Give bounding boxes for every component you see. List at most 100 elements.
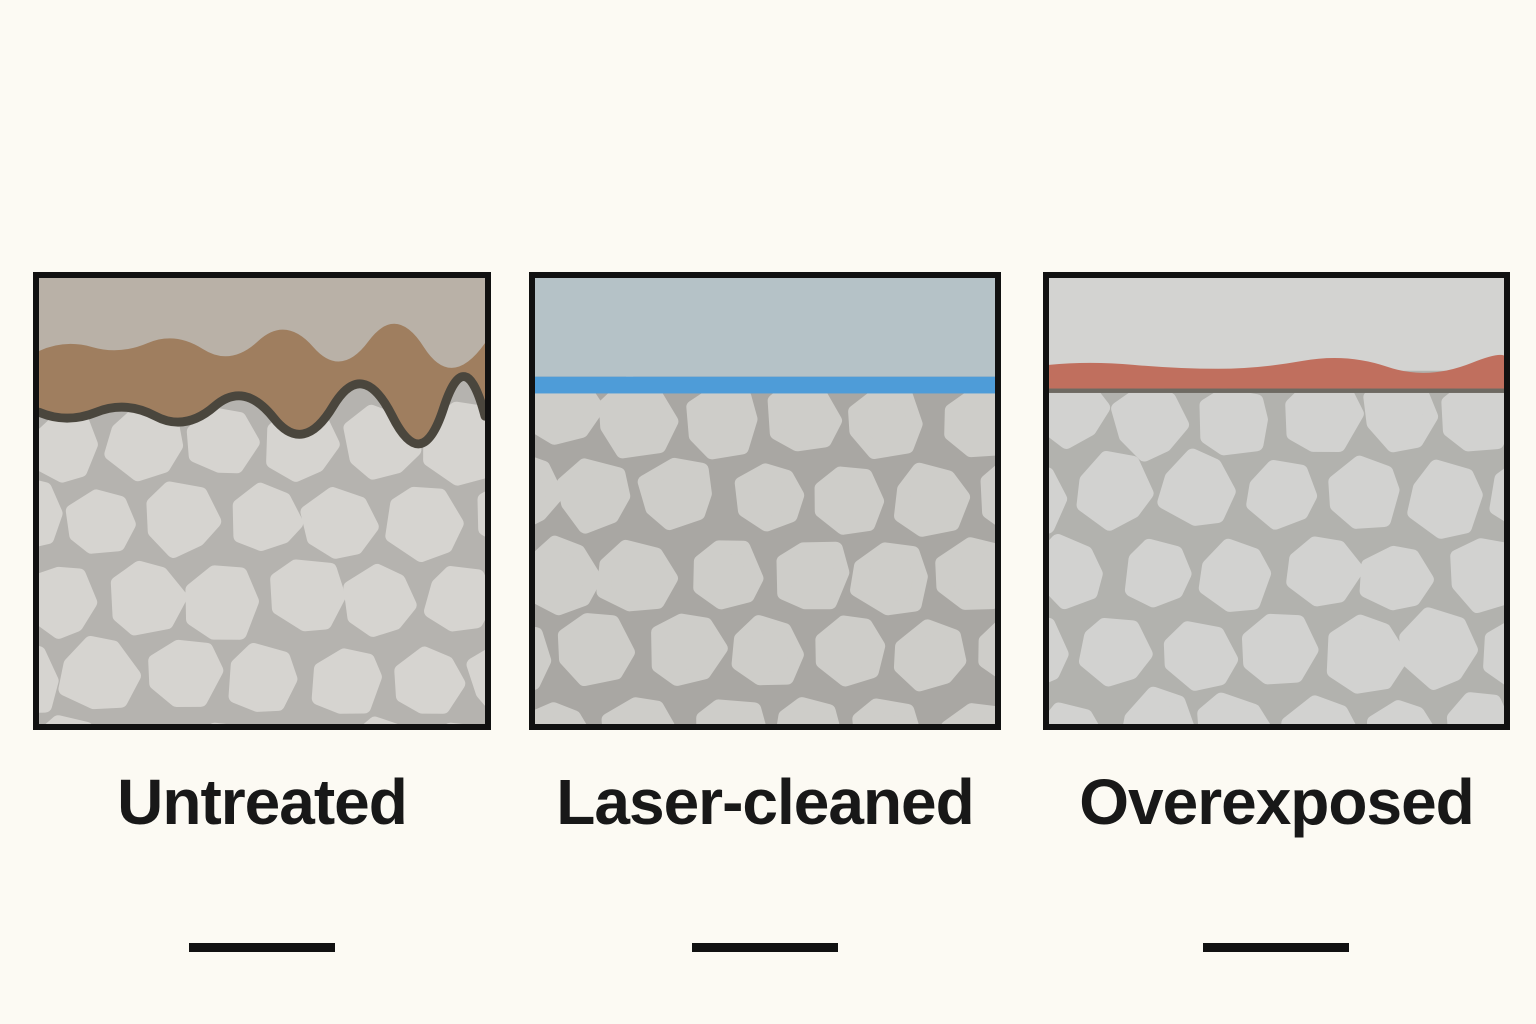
stone-blob (1078, 618, 1153, 687)
stone-blob (1281, 695, 1356, 724)
stone-blob (1049, 702, 1099, 724)
stone-blob (893, 619, 967, 692)
stone-blob (1123, 686, 1194, 724)
stone-blob (394, 646, 466, 714)
stone-blob (65, 489, 136, 554)
stone-blob (228, 642, 298, 712)
stone-blob (232, 482, 304, 551)
stone-blob (1076, 451, 1154, 531)
panel-label-laser-cleaned: Laser-cleaned (556, 766, 974, 838)
stone-blob (58, 635, 141, 710)
stone-blob (815, 615, 886, 687)
stone-blob (148, 639, 224, 708)
stone-blob (596, 539, 678, 612)
stone-blob (734, 463, 805, 532)
stone-blob (1359, 545, 1434, 611)
panel-untreated (33, 272, 491, 730)
stone-blob (637, 457, 712, 531)
overexposed-cross-section (1049, 278, 1504, 724)
stone-blob (850, 542, 928, 616)
stone-blob (477, 491, 485, 537)
stone-blob (1049, 617, 1069, 683)
stone-blob (651, 613, 728, 686)
stone-blob (424, 566, 485, 632)
stone-blob (894, 462, 971, 537)
stone-blob (343, 563, 417, 637)
scale-bar (1203, 943, 1349, 952)
stone-blob (556, 458, 631, 534)
stone-blob (146, 481, 222, 558)
stone-blob (941, 703, 995, 724)
stone-blob (1450, 538, 1504, 613)
stone-blob (270, 559, 346, 632)
stone-blob (535, 379, 605, 445)
panel-laser-cleaned (529, 272, 1001, 730)
stone-blob (186, 407, 260, 474)
stone-blob (980, 465, 995, 525)
stone-blob (1363, 377, 1439, 453)
haze-top-band (39, 278, 485, 368)
stone-blob (557, 613, 635, 687)
panel-overexposed (1043, 272, 1510, 730)
stone-blob (696, 699, 766, 724)
laser-cleaned-cross-section (535, 278, 995, 724)
stone-blob (423, 401, 485, 486)
stone-blob (311, 648, 382, 714)
scorch-interface-line (1049, 388, 1504, 393)
stone-substrate (39, 401, 485, 724)
stone-blob (1489, 468, 1504, 522)
stone-blob (110, 560, 188, 636)
stone-blob (1441, 379, 1504, 452)
stone-blob (693, 540, 764, 610)
stone-substrate (535, 375, 995, 724)
stone-blob (1407, 459, 1483, 539)
scale-bar (189, 943, 335, 952)
scorch-layer (1049, 354, 1504, 389)
crust-interface-line (39, 372, 485, 449)
stone-blob (686, 384, 758, 460)
untreated-cross-section (39, 278, 485, 724)
stone-blob (1157, 448, 1236, 526)
stone-blob (1446, 692, 1504, 724)
panel-label-overexposed: Overexposed (1079, 766, 1475, 838)
stone-blob (1049, 534, 1103, 610)
stone-blob (1483, 623, 1504, 685)
stone-blob (1199, 388, 1268, 456)
stone-blob (601, 697, 675, 724)
stone-blob (39, 413, 98, 483)
stone-blob (1328, 455, 1400, 529)
stone-substrate (1049, 375, 1504, 724)
panel-label-untreated: Untreated (117, 766, 408, 838)
stone-blob (39, 480, 63, 547)
stone-blob (1111, 381, 1190, 462)
stone-blob (1246, 460, 1318, 530)
stone-blob (1286, 536, 1364, 607)
stone-blob (1366, 700, 1433, 724)
stone-blob (1399, 607, 1478, 690)
stone-blob (1326, 614, 1409, 694)
air-top-band (1049, 278, 1504, 371)
laser-cleaned-band (535, 376, 995, 394)
stone-blob (39, 645, 59, 713)
stone-blob (300, 487, 379, 559)
stone-blob (45, 715, 92, 724)
stone-blob (1049, 467, 1068, 534)
stone-blob (1163, 621, 1239, 691)
stone-blob (1124, 538, 1192, 608)
stone-blob (731, 615, 804, 686)
stone-blob (535, 626, 552, 690)
stone-blob (185, 565, 259, 640)
stone-blob (852, 698, 919, 724)
stone-blob (848, 384, 923, 459)
stone-blob (777, 697, 840, 724)
stone-blob (978, 622, 995, 677)
stone-blob (535, 457, 564, 525)
stone-blob (1198, 538, 1272, 612)
scale-bar (692, 943, 838, 952)
stone-blob (535, 535, 602, 616)
stone-blob (1197, 692, 1271, 724)
stone-blob (385, 486, 464, 562)
air-top-band (535, 278, 995, 377)
stone-blob (535, 702, 587, 724)
stone-blob (814, 466, 885, 535)
